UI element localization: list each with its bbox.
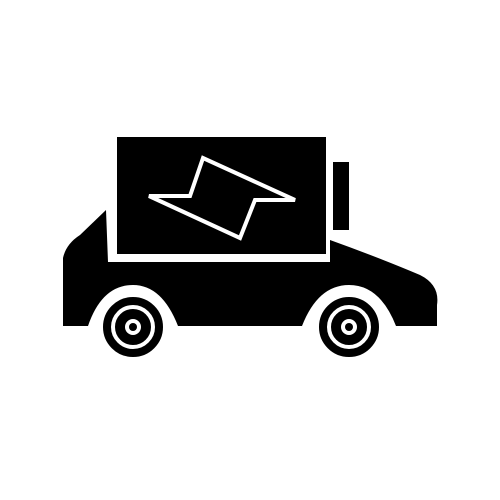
battery-terminal-icon: [333, 162, 349, 230]
battery-icon: [117, 137, 326, 254]
lightning-bolt-icon: [148, 155, 296, 241]
front-wheel-icon: [313, 291, 385, 363]
rear-wheel-icon: [97, 291, 169, 363]
car-body-icon: [63, 210, 438, 326]
